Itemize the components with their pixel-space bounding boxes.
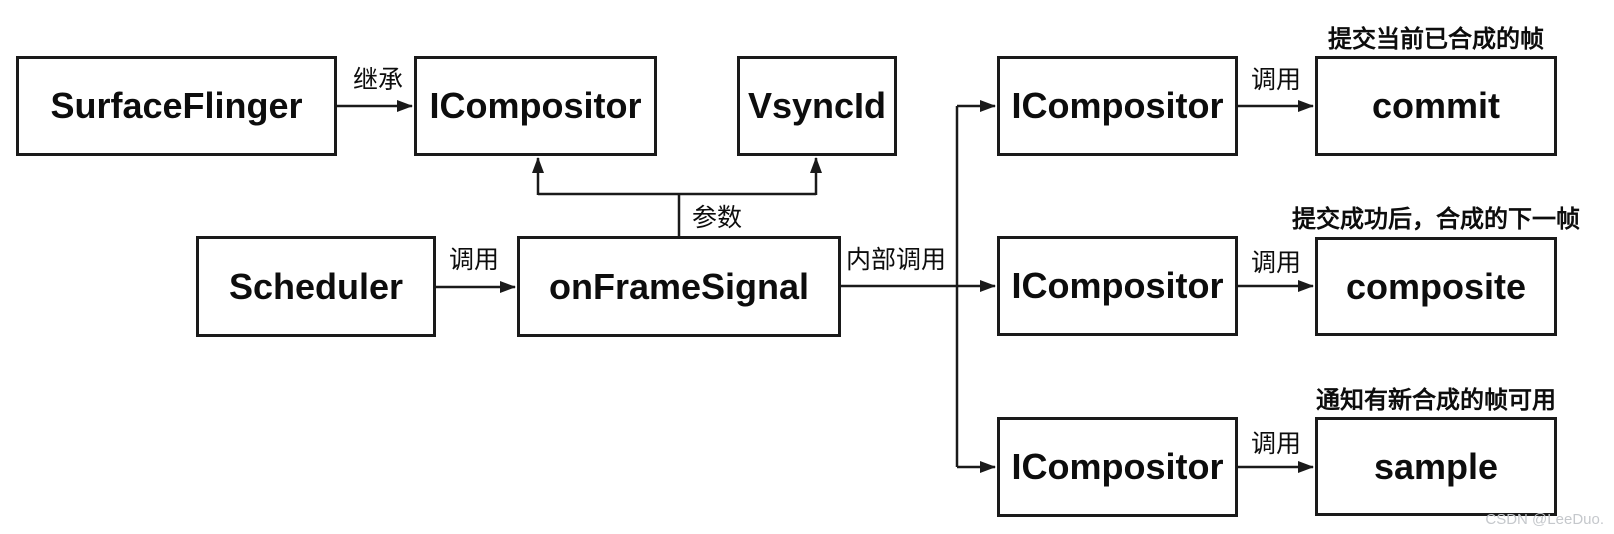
node-surfaceflinger: SurfaceFlinger (16, 56, 337, 156)
caption-commit: 提交当前已合成的帧 (1328, 26, 1544, 53)
node-icompositor-composite: ICompositor (997, 236, 1238, 336)
node-vsyncid: VsyncId (737, 56, 897, 156)
edge-label-inherit: 继承 (352, 66, 404, 94)
edge-label-call-composite: 调用 (1250, 249, 1302, 277)
node-commit: commit (1315, 56, 1557, 156)
node-scheduler: Scheduler (196, 236, 436, 337)
node-icompositor-main: ICompositor (414, 56, 657, 156)
node-icompositor-sample: ICompositor (997, 417, 1238, 517)
caption-composite: 提交成功后，合成的下一帧 (1292, 206, 1580, 233)
csdn-watermark: CSDN @LeeDuo. (1485, 511, 1604, 528)
node-composite: composite (1315, 237, 1557, 336)
edge-label-call-sample: 调用 (1250, 430, 1302, 458)
node-icompositor-commit: ICompositor (997, 56, 1238, 156)
edge-label-internal-call: 内部调用 (845, 246, 947, 274)
edge-label-param: 参数 (691, 204, 743, 232)
edge-label-call-scheduler: 调用 (448, 246, 500, 274)
caption-sample: 通知有新合成的帧可用 (1316, 387, 1556, 414)
edge-label-call-commit: 调用 (1250, 66, 1302, 94)
node-onframesignal: onFrameSignal (517, 236, 841, 337)
node-sample: sample (1315, 417, 1557, 516)
